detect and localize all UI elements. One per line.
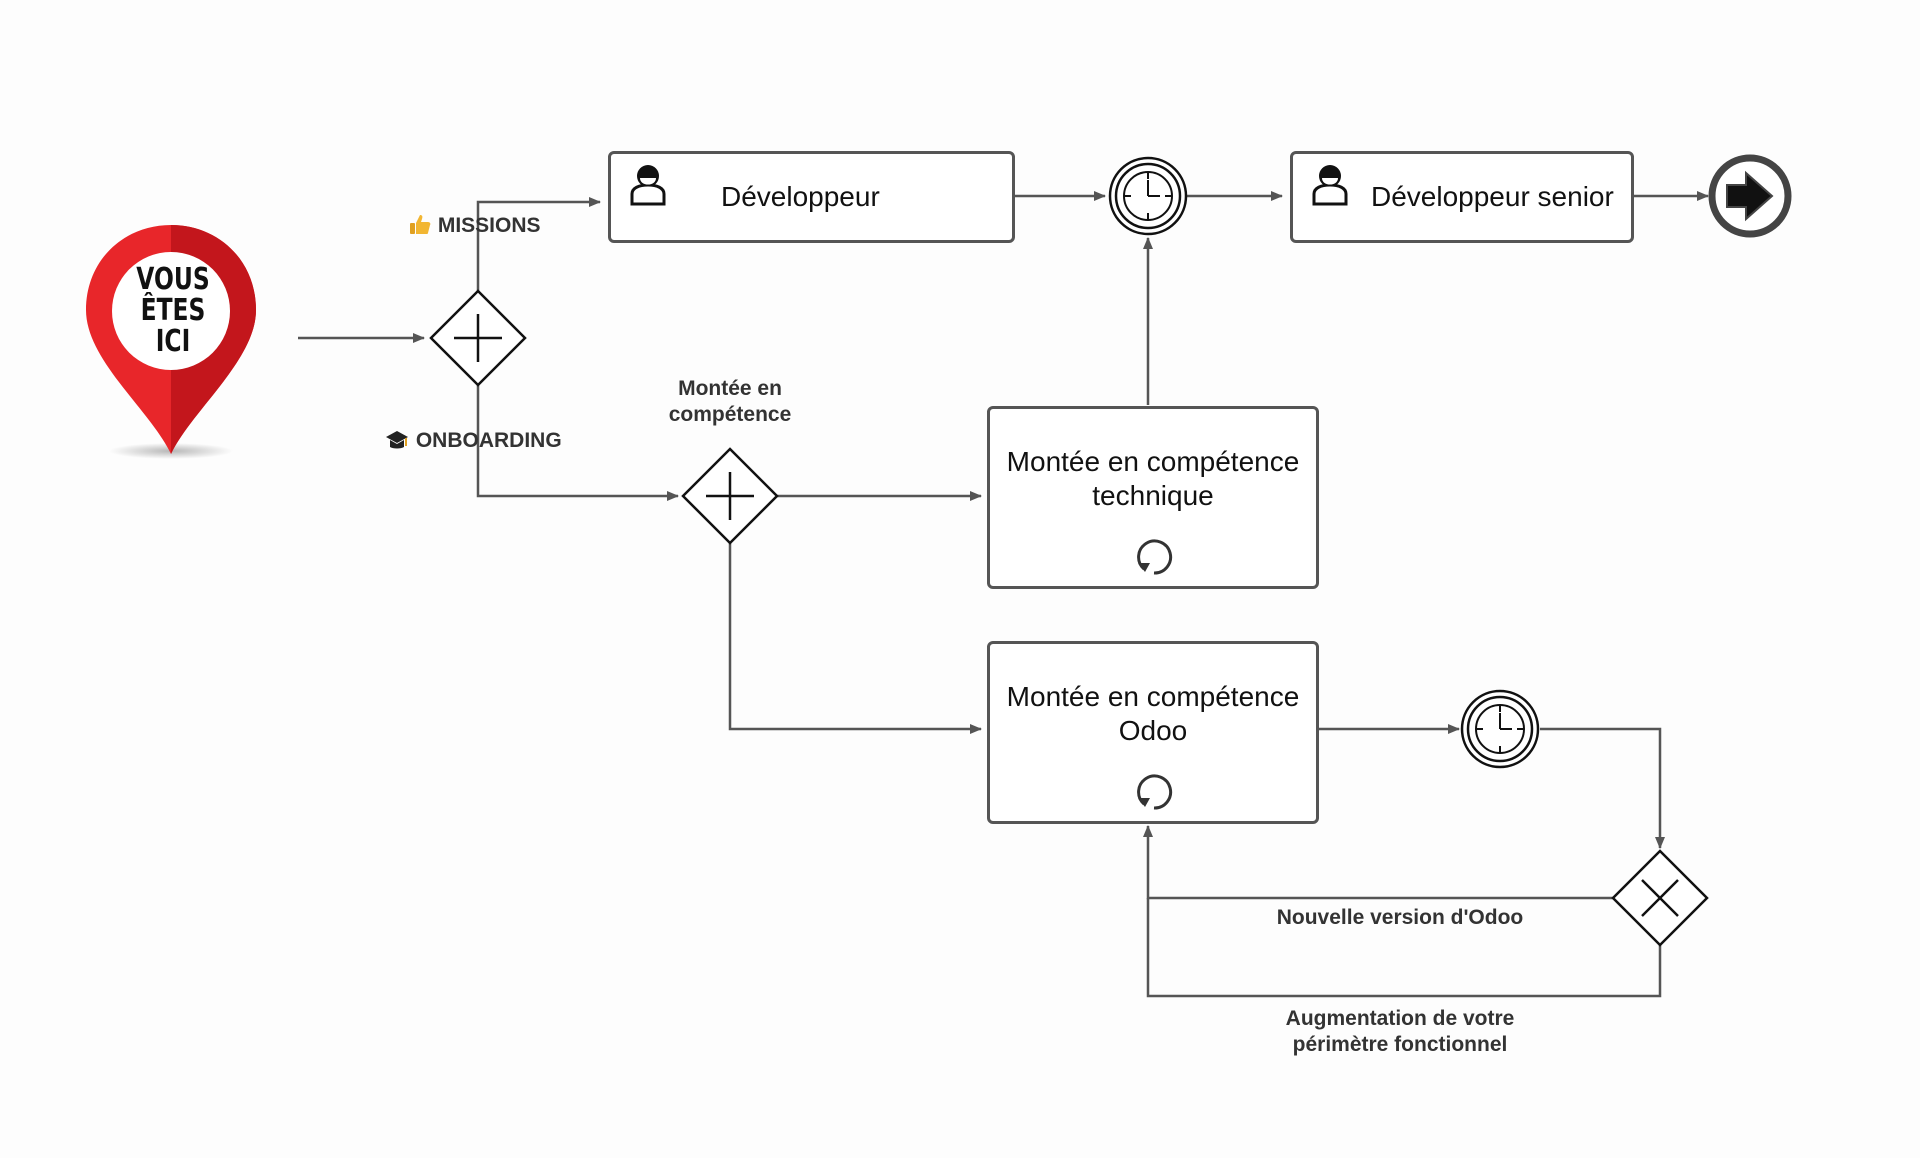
task-label-line: Odoo	[1118, 715, 1188, 746]
loop-icon	[1137, 774, 1173, 810]
label-onboarding: ONBOARDING	[384, 428, 562, 454]
task-montee-odoo[interactable]: Montée en compétence Odoo	[987, 641, 1319, 824]
map-pin-icon	[86, 225, 256, 459]
label-line: Nouvelle version d'Odoo	[1276, 906, 1524, 929]
task-label-line: Montée en compétence	[1006, 446, 1300, 477]
timer-icon	[1460, 689, 1540, 769]
flow-augmentation	[1146, 898, 1662, 998]
loop-icon	[1137, 539, 1173, 575]
label-line: compétence	[668, 403, 792, 426]
exclusive-gateway-icon	[1611, 849, 1709, 947]
task-label: Développeur senior	[1371, 181, 1614, 212]
label-augmentation: Augmentation de votre périmètre fonction…	[1240, 1006, 1560, 1058]
task-label: Développeur	[721, 181, 880, 212]
missions-text: MISSIONS	[437, 214, 541, 237]
flow-nouvelle-version	[1143, 825, 1613, 900]
user-icon	[1312, 165, 1348, 206]
label-line: Augmentation de votre	[1285, 1007, 1515, 1030]
start-marker: VOUS ÊTES ICI	[82, 222, 264, 462]
label-montee-en-competence: Montée en compétence	[660, 376, 800, 428]
label-line: Montée en	[678, 377, 782, 400]
graduation-cap-icon	[386, 431, 408, 449]
end-event-arrow-icon	[1708, 154, 1792, 238]
pin-text-line: ICI	[155, 324, 191, 359]
label-missions: MISSIONS	[408, 212, 541, 239]
flow-missions	[476, 197, 601, 291]
pin-text-line: ÊTES	[140, 293, 206, 328]
label-nouvelle-version: Nouvelle version d'Odoo	[1240, 905, 1560, 931]
user-icon	[630, 165, 666, 206]
task-label-line: technique	[1092, 480, 1214, 511]
pin-text-line: VOUS	[136, 262, 210, 297]
flow-timer-to-exclusive	[1540, 727, 1665, 849]
parallel-gateway-icon	[681, 447, 779, 545]
flow-onboarding	[476, 385, 679, 501]
task-label-line: Montée en compétence	[1006, 681, 1300, 712]
onboarding-text: ONBOARDING	[415, 429, 562, 452]
flow-montee-to-odoo	[728, 543, 982, 734]
task-developpeur[interactable]: Développeur	[608, 151, 1015, 243]
label-line: périmètre fonctionnel	[1292, 1033, 1508, 1056]
task-developpeur-senior[interactable]: Développeur senior	[1290, 151, 1634, 243]
timer-icon	[1108, 156, 1188, 236]
parallel-gateway-icon	[429, 289, 527, 387]
thumbs-up-icon	[410, 215, 431, 234]
task-montee-technique[interactable]: Montée en compétence technique	[987, 406, 1319, 589]
